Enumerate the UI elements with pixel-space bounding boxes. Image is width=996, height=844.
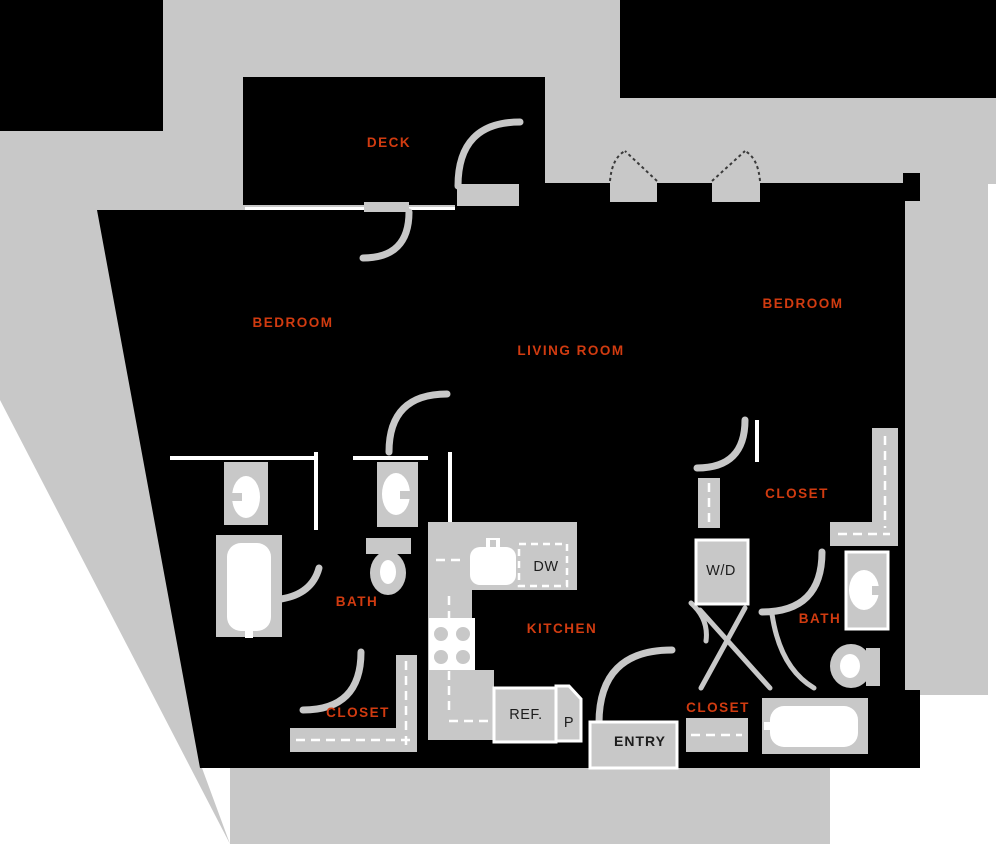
top-right-wall-step xyxy=(903,173,920,201)
bottom-strip xyxy=(230,767,830,844)
closet-entry-label: CLOSET xyxy=(686,700,750,715)
bath-left-label: BATH xyxy=(336,594,379,609)
bathtub-right xyxy=(770,706,858,747)
entry-label: ENTRY xyxy=(614,733,666,749)
burner-2 xyxy=(456,627,470,641)
bedroom-left-door-arc xyxy=(385,390,451,456)
sink-left-2 xyxy=(382,473,410,515)
bathtub-left-drain xyxy=(245,628,253,638)
kitchen-sink-faucet-handle xyxy=(490,540,496,549)
bedroom-right-label: BEDROOM xyxy=(763,296,844,311)
kitchen-counter-bottom xyxy=(428,670,494,740)
pantry-label: P xyxy=(564,715,574,731)
bath-left-fixtures xyxy=(216,462,418,638)
washer-dryer-label: W/D xyxy=(706,563,736,579)
sink-right xyxy=(849,570,879,610)
closet-left-label: CLOSET xyxy=(326,705,390,720)
french-door-leaf-1 xyxy=(624,150,658,182)
burner-3 xyxy=(434,650,448,664)
fixture-labels: W/D DW REF. P ENTRY xyxy=(509,559,736,749)
toilet-right-tank xyxy=(866,648,880,686)
pantry xyxy=(554,684,583,743)
hall-door-arc xyxy=(769,611,817,691)
faucet-right xyxy=(872,586,886,595)
french-door-swing-1 xyxy=(609,150,626,182)
bath-right-label: BATH xyxy=(799,611,842,626)
toilet-right-bowl-inner xyxy=(840,654,860,678)
deck-living-door-gap xyxy=(457,184,519,206)
refrigerator-label: REF. xyxy=(509,707,542,723)
closet-left-shelf-vertical xyxy=(396,655,417,752)
closet-left-shelves xyxy=(290,655,417,752)
bedroom-left-label: BEDROOM xyxy=(253,315,334,330)
kitchen-label: KITCHEN xyxy=(527,621,598,636)
room-labels: DECK BEDROOM LIVING ROOM BEDROOM BATH CL… xyxy=(253,135,844,720)
washer-dryer xyxy=(694,538,750,606)
closet-left-door-arc xyxy=(299,648,365,714)
hall-door-leaf-1 xyxy=(697,607,773,691)
top-left-block xyxy=(0,0,163,131)
toilet-left-bowl-inner xyxy=(380,560,396,584)
french-door-leaf-2 xyxy=(711,150,746,182)
bath-right-fixtures xyxy=(762,550,890,754)
burner-4 xyxy=(456,650,470,664)
faucet-left-2 xyxy=(400,491,414,499)
bedroom-right-door-arc xyxy=(693,416,749,472)
bathtub-left xyxy=(227,543,271,631)
living-room-label: LIVING ROOM xyxy=(517,343,624,358)
closet-left-shelf-horizontal xyxy=(290,728,417,752)
bedroom-deck-door-gap xyxy=(364,202,409,212)
entry-door-arc xyxy=(595,646,676,727)
top-right-block xyxy=(620,0,996,98)
french-door-gap-1 xyxy=(610,181,657,202)
toilet-left-tank xyxy=(366,538,411,554)
hall-door-leaf-2 xyxy=(698,605,748,691)
sink-left xyxy=(232,476,260,518)
entry-vestibule xyxy=(588,720,679,770)
closet-right-label: CLOSET xyxy=(765,486,829,501)
french-door-swing-2 xyxy=(744,150,761,182)
kitchen-fixtures xyxy=(428,522,583,744)
french-door-gap-2 xyxy=(712,181,760,202)
dishwasher-outline xyxy=(517,542,569,588)
deck-label: DECK xyxy=(367,135,411,150)
door-swings xyxy=(277,118,826,727)
unit-walls xyxy=(0,0,996,768)
interior-wall-lines xyxy=(170,420,759,530)
apartment-body xyxy=(97,183,920,768)
wd-closet-door-arc xyxy=(688,600,709,644)
bath-left-door-arc xyxy=(277,564,323,603)
laundry-and-closets xyxy=(686,428,898,752)
burner-1 xyxy=(434,627,448,641)
faucet-left xyxy=(228,493,242,501)
dishwasher-label: DW xyxy=(533,559,558,575)
bath-right-door-arc xyxy=(758,548,826,616)
cooktop xyxy=(429,618,475,670)
bedroom-deck-door-arc xyxy=(359,208,413,262)
door-openings xyxy=(364,181,760,212)
left-diagonal-band xyxy=(0,131,245,844)
deck-living-door-arc xyxy=(454,118,524,190)
kitchen-sink xyxy=(470,547,516,585)
bathtub-right-drain xyxy=(764,722,774,730)
